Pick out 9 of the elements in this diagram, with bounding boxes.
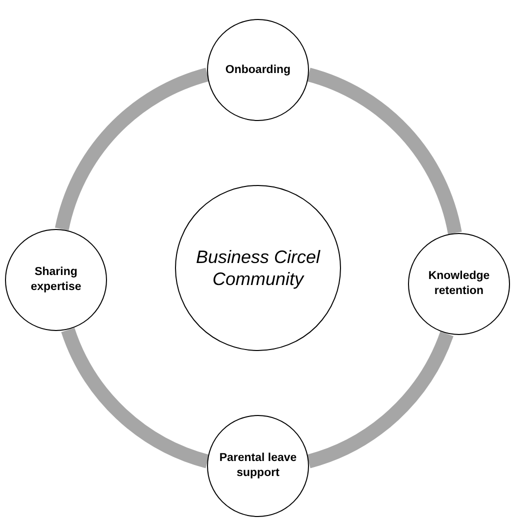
ring-connector [306, 331, 454, 468]
node-label: Sharing expertise [30, 265, 82, 295]
ring-connector [306, 68, 462, 235]
node-label: Parental leave support [218, 451, 298, 481]
node-label: Onboarding [224, 62, 292, 78]
node-label: Knowledge retention [427, 269, 491, 299]
node-label: Business Circel Community [194, 246, 322, 290]
ring-connector [55, 68, 210, 231]
ring-connector [61, 327, 210, 468]
